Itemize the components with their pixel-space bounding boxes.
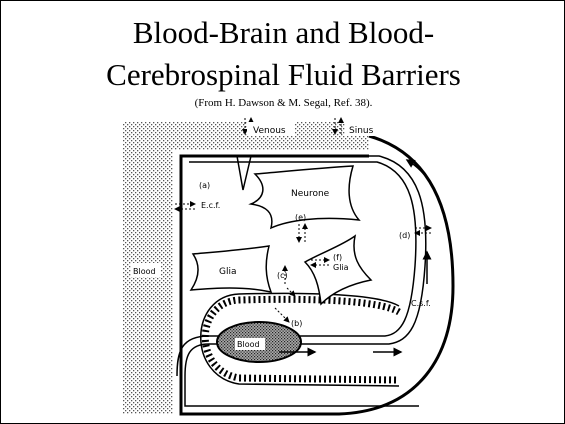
label-blood-center: Blood — [237, 340, 260, 349]
sinus-projection — [237, 156, 251, 190]
label-e: (e) — [295, 213, 306, 222]
label-c: (c) — [277, 271, 288, 280]
label-blood-left: Blood — [133, 267, 156, 276]
label-glia-left: Glia — [219, 267, 237, 277]
label-ecf: E.c.f. — [201, 201, 220, 210]
label-neurone: Neurone — [291, 189, 330, 199]
barrier-diagram: Venous Sinus (a) E.c.f. Neurone (e) (d) … — [119, 116, 461, 420]
slide-title-line-2: Cerebrospinal Fluid Barriers — [1, 55, 565, 94]
label-venous: Venous — [253, 126, 286, 136]
label-a: (a) — [199, 181, 210, 190]
label-b: (b) — [291, 319, 302, 328]
label-d: (d) — [399, 231, 410, 240]
label-sinus: Sinus — [349, 126, 374, 136]
label-glia-right: Glia — [333, 263, 349, 272]
source-citation: (From H. Dawson & M. Segal, Ref. 38). — [1, 97, 565, 109]
slide-title-line-1: Blood-Brain and Blood- — [1, 13, 565, 52]
label-csf: C.s.f. — [411, 299, 431, 308]
label-f: (f) — [333, 253, 342, 262]
